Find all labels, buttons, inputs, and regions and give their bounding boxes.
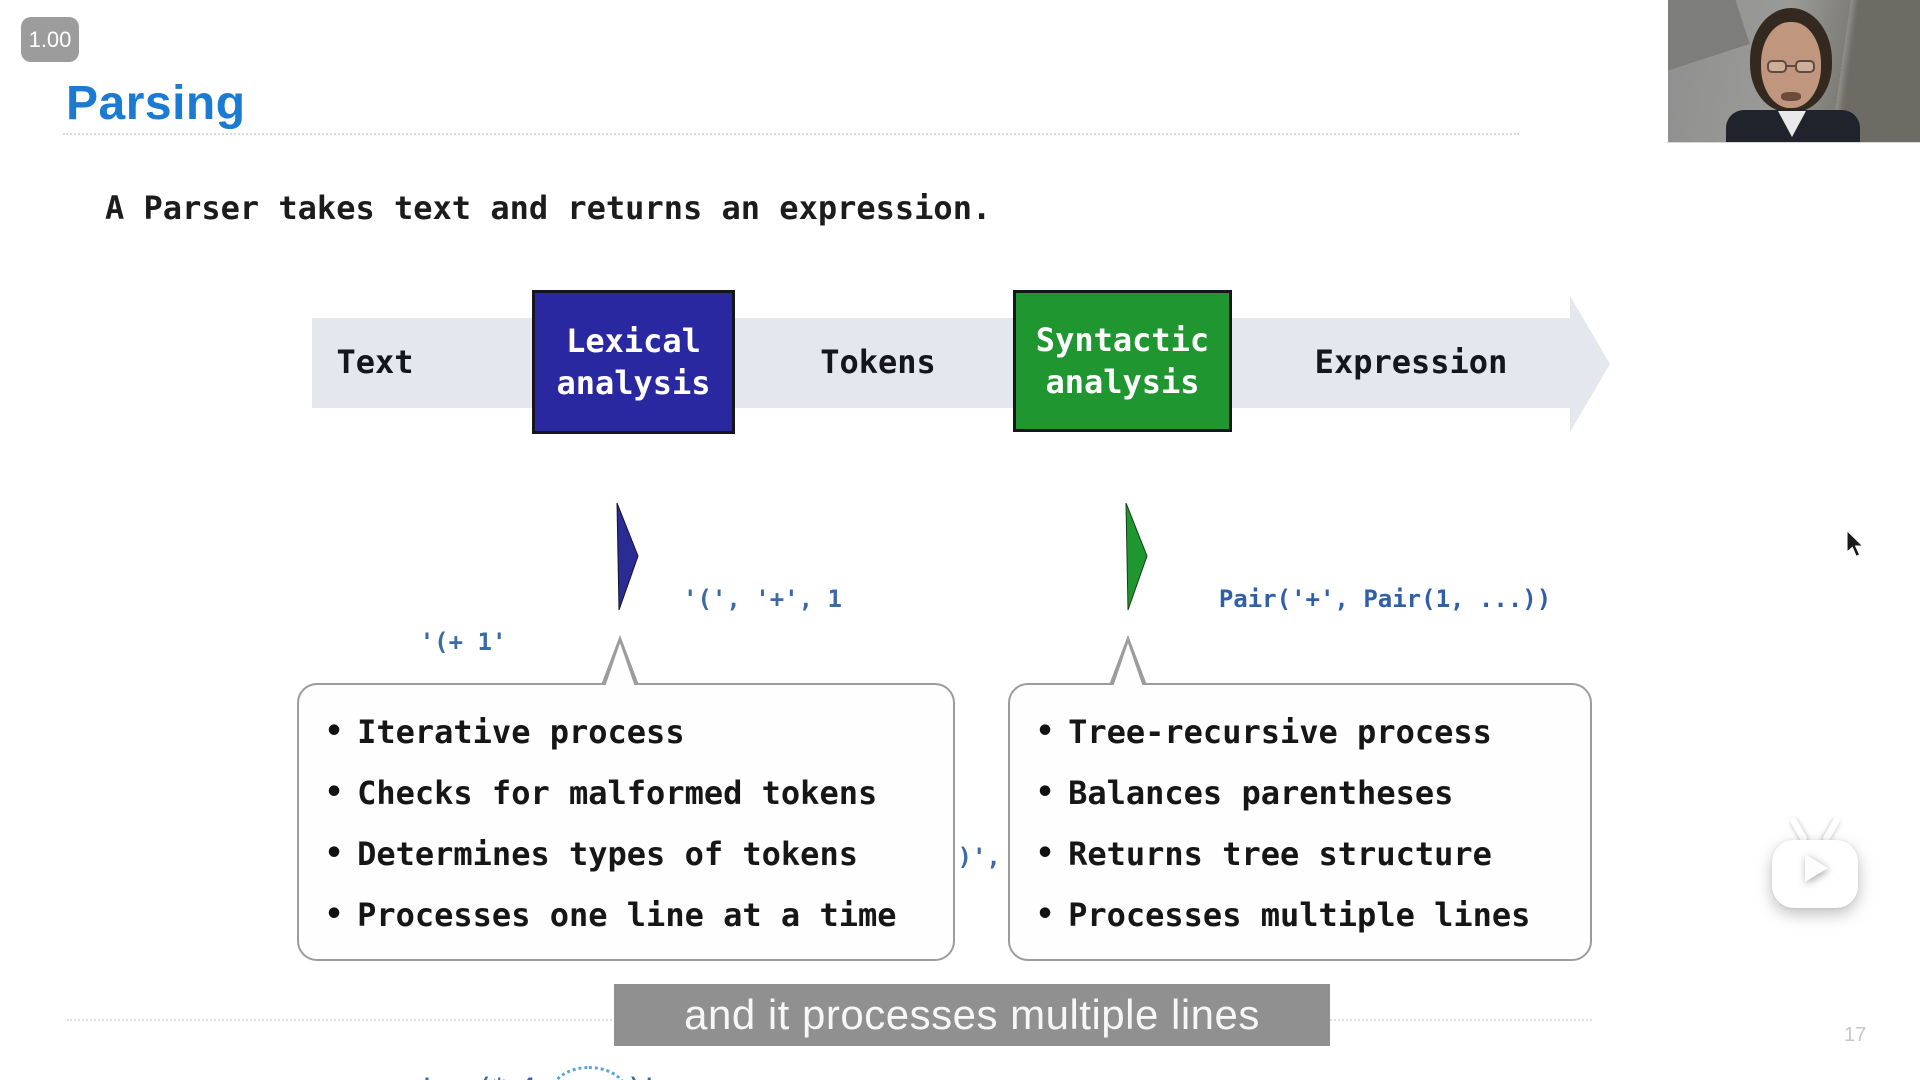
speaker-mouth <box>1781 92 1801 101</box>
text-example-line1: '(+ 1' <box>333 578 656 707</box>
pipeline-arrowhead <box>1570 296 1610 432</box>
tokens-line1: '(', '+', 1 <box>683 585 842 613</box>
list-item: Processes multiple lines <box>1036 884 1590 945</box>
tv-antenna-right <box>1821 816 1842 843</box>
speaker-glasses <box>1767 60 1815 73</box>
text-line3-close: )' <box>628 1073 657 1080</box>
malformed-token-circle-56: 5.6) <box>549 1066 628 1080</box>
pipeline-label-expression: Expression <box>1314 343 1508 381</box>
list-item: Returns tree structure <box>1036 823 1590 884</box>
text-line1-code: '(+ 1' <box>419 628 507 656</box>
player-tv-play-icon[interactable] <box>1768 816 1864 908</box>
syntactic-notes-list: Tree-recursive process Balances parenthe… <box>1036 701 1590 945</box>
syntactic-analysis-box: Syntactic analysis <box>1013 290 1232 432</box>
lexical-box-line1: Lexical <box>566 322 701 360</box>
list-item: Iterative process <box>325 701 953 762</box>
text-line3-open-quote: ' <box>420 1073 434 1080</box>
lexical-output-wedge <box>616 503 639 611</box>
lexical-notes-callout: Iterative process Checks for malformed t… <box>297 635 955 961</box>
playback-speed-badge[interactable]: 1.00 <box>21 17 79 62</box>
pipeline-arrow-band <box>312 318 1570 408</box>
intro-text: A Parser takes text and returns an expre… <box>105 189 992 227</box>
list-item: Balances parentheses <box>1036 762 1590 823</box>
lexical-analysis-box: Lexical analysis <box>532 290 735 434</box>
syntactic-output-wedge <box>1125 503 1148 611</box>
slide-page-number: 17 <box>1844 1024 1867 1046</box>
pipeline-label-tokens: Tokens <box>820 343 936 381</box>
play-icon <box>1805 854 1828 882</box>
pipeline-label-text: Text <box>336 343 414 381</box>
webcam-background-panel <box>1668 0 1750 72</box>
callout-tail-fill <box>1113 643 1143 687</box>
syntactic-box-line1: Syntactic <box>1035 321 1210 359</box>
webcam-video <box>1665 0 1920 143</box>
pair-expression: Pair('+', Pair(1, ...)) <box>1218 585 1552 613</box>
tv-antenna-left <box>1788 816 1809 843</box>
list-item: Processes one line at a time <box>325 884 953 945</box>
subtitle-caption: and it processes multiple lines <box>614 984 1330 1046</box>
glasses-lens <box>1795 60 1815 73</box>
text-line3-code: (* 4 <box>434 1073 550 1080</box>
glasses-bridge <box>1786 65 1796 67</box>
lexical-box-line2: analysis <box>556 364 711 402</box>
lexical-notes-list: Iterative process Checks for malformed t… <box>325 701 953 945</box>
syntactic-notes-callout: Tree-recursive process Balances parenthe… <box>1008 635 1592 961</box>
slide-title: Parsing <box>66 77 246 130</box>
list-item: Tree-recursive process <box>1036 701 1590 762</box>
text-example-line3: ' (* 4 5.6))' <box>333 1019 656 1080</box>
title-underline <box>63 133 1519 135</box>
syntactic-box-line2: analysis <box>1045 363 1200 401</box>
callout-tail-fill <box>605 643 635 687</box>
glasses-lens <box>1767 60 1787 73</box>
list-item: Determines types of tokens <box>325 823 953 884</box>
list-item: Checks for malformed tokens <box>325 762 953 823</box>
mouse-cursor <box>1846 530 1864 558</box>
